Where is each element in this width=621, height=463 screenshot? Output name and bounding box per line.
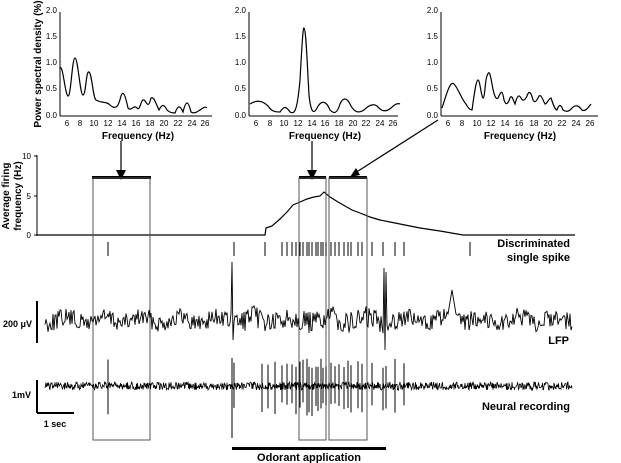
x-tick-label: 18	[530, 119, 539, 128]
x-tick-label: 14	[118, 119, 127, 128]
psd-left-curve	[59, 57, 208, 114]
x-tick-label: 8	[78, 119, 83, 128]
x-tick-label: 24	[376, 119, 385, 128]
y-tick-label: 1.0	[235, 58, 247, 67]
y-tick-label: 2.0	[235, 6, 247, 15]
neural-label: Neural recording	[482, 401, 570, 413]
psd-middle-curve	[249, 27, 401, 114]
x-tick-label: 6	[446, 119, 451, 128]
firing-ylabel: Average firing	[1, 163, 12, 230]
x-tick-label: 22	[362, 119, 371, 128]
y-tick-label: 0.0	[235, 111, 247, 120]
x-tick-label: 18	[335, 119, 344, 128]
window-box-right	[328, 177, 368, 441]
psd-panel-left: 0.0 0.5 1.0 1.5 2.0 6 8 10 12 14 16 18 2…	[46, 6, 212, 142]
x-tick-label: 10	[280, 119, 289, 128]
psd-panel-right: 0.0 0.5 1.0 1.5 2.0 6 8 10 12 14 16 18 2…	[427, 6, 598, 142]
psd-middle-x-ticks: 6 8 10 12 14 16 18 20 22 24 26	[254, 119, 398, 128]
firing-y-tick-label: 10	[22, 152, 31, 161]
y-tick-label: 0.5	[46, 84, 58, 93]
x-tick-label: 8	[268, 119, 273, 128]
x-tick-label: 26	[586, 119, 595, 128]
psd-right-xlabel: Frequency (Hz)	[484, 131, 556, 142]
lfp-trace	[44, 261, 573, 351]
x-tick-label: 10	[90, 119, 99, 128]
y-tick-label: 2.0	[427, 6, 439, 15]
firing-ylabel: frequency (Hz)	[13, 161, 24, 230]
x-tick-label: 24	[572, 119, 581, 128]
x-tick-label: 18	[146, 119, 155, 128]
psd-left-xlabel: Frequency (Hz)	[102, 131, 174, 142]
y-tick-label: 2.0	[46, 6, 58, 15]
neural-spike-group	[107, 358, 405, 438]
y-tick-label: 0.5	[427, 84, 439, 93]
x-tick-label: 6	[254, 119, 259, 128]
x-tick-label: 20	[349, 119, 358, 128]
psd-right-x-ticks: 6 8 10 12 14 16 18 20 22 24 26	[446, 119, 595, 128]
y-tick-label: 1.5	[46, 32, 58, 41]
psd-middle-xlabel: Frequency (Hz)	[289, 131, 361, 142]
y-tick-label: 1.5	[427, 32, 439, 41]
spike-raster	[107, 242, 471, 256]
x-tick-label: 14	[501, 119, 510, 128]
connector-arrows	[116, 119, 439, 180]
firing-panel: 0 5 10 Average firing frequency (Hz)	[1, 152, 575, 240]
x-tick-label: 22	[174, 119, 183, 128]
x-tick-label: 14	[308, 119, 317, 128]
y-tick-label: 0.0	[427, 111, 439, 120]
spike-label: Discriminated	[497, 238, 570, 250]
x-tick-label: 12	[104, 119, 113, 128]
x-tick-label: 16	[321, 119, 330, 128]
arrowhead-icon	[116, 170, 126, 180]
x-tick-label: 26	[389, 119, 398, 128]
psd-right-curve	[441, 72, 592, 112]
psd-left-y-ticks: 0.0 0.5 1.0 1.5 2.0	[46, 6, 58, 120]
spike-label: single spike	[507, 252, 570, 264]
x-tick-label: 6	[65, 119, 70, 128]
y-tick-label: 1.5	[235, 32, 247, 41]
arrow-right	[354, 119, 439, 174]
x-tick-label: 12	[487, 119, 496, 128]
psd-ylabel: Power spectral density (%)	[33, 0, 44, 127]
x-tick-label: 20	[160, 119, 169, 128]
x-tick-label: 12	[294, 119, 303, 128]
y-tick-label: 0.0	[46, 111, 58, 120]
psd-panel-middle: 0.0 0.5 1.0 1.5 2.0 6 8 10 12 14 16 18 2…	[235, 6, 401, 142]
arrowhead-icon	[307, 170, 317, 180]
arrowhead-icon	[350, 168, 360, 177]
time-scale-label: 1 sec	[44, 419, 67, 429]
y-tick-label: 1.0	[427, 58, 439, 67]
x-tick-label: 8	[460, 119, 465, 128]
x-tick-label: 24	[188, 119, 197, 128]
odorant-bar	[232, 447, 386, 450]
analysis-windows	[92, 176, 368, 441]
x-tick-label: 10	[473, 119, 482, 128]
psd-left-x-ticks: 6 8 10 12 14 16 18 20 22 24 26	[65, 119, 210, 128]
y-tick-label: 0.5	[235, 84, 247, 93]
y-tick-label: 1.0	[46, 58, 58, 67]
lfp-label: LFP	[548, 335, 569, 347]
firing-y-tick-label: 5	[27, 192, 32, 201]
x-tick-label: 20	[544, 119, 553, 128]
window-box-middle	[298, 177, 327, 441]
psd-middle-y-ticks: 0.0 0.5 1.0 1.5 2.0	[235, 6, 247, 120]
x-tick-label: 16	[515, 119, 524, 128]
window-box-left	[92, 177, 151, 441]
lfp-scale-label: 200 μV	[3, 319, 32, 329]
psd-right-y-ticks: 0.0 0.5 1.0 1.5 2.0	[427, 6, 439, 120]
x-tick-label: 26	[201, 119, 210, 128]
x-tick-label: 22	[558, 119, 567, 128]
odorant-label: Odorant application	[257, 452, 361, 463]
neural-scale-label: 1mV	[12, 390, 31, 400]
x-tick-label: 16	[132, 119, 141, 128]
firing-y-tick-label: 0	[27, 231, 32, 240]
firing-rate-curve	[37, 191, 575, 236]
